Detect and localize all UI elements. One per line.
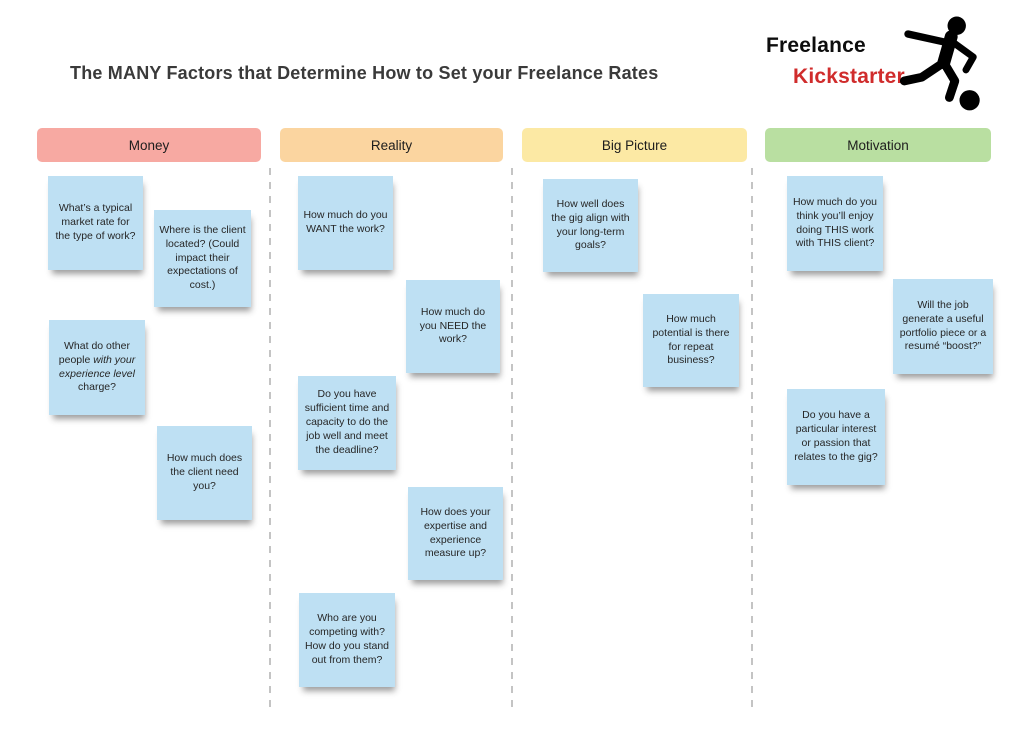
logo-text-freelance: Freelance [766,34,866,57]
sticky-note-motivation-3: Do you have a particular interest or pas… [787,389,885,485]
sticky-note-reality-4: How does your expertise and experience m… [408,487,503,580]
sticky-note-motivation-1: How much do you think you’ll enjoy doing… [787,176,883,271]
sticky-note-money-2: Where is the client located? (Could impa… [154,210,251,307]
column-header-reality: Reality [280,128,503,162]
column-header-big-picture: Big Picture [522,128,747,162]
page-title: The MANY Factors that Determine How to S… [70,63,659,83]
sticky-note-reality-2: How much do you NEED the work? [406,280,500,373]
sticky-note-big-picture-1: How well does the gig align with your lo… [543,179,638,272]
sticky-note-big-picture-2: How much potential is there for repeat b… [643,294,739,387]
sticky-note-text: What do other people with your experienc… [58,339,136,394]
column-divider [511,168,513,710]
column-divider [269,168,271,710]
sticky-note-reality-3: Do you have sufficient time and capacity… [298,376,396,470]
sticky-note-reality-1: How much do you WANT the work? [298,176,393,270]
kicking-person-icon [899,16,980,111]
sticky-note-money-4: How much does the client need you? [157,426,252,520]
sticky-note-money-1: What’s a typical market rate for the typ… [48,176,143,270]
logo-text-kickstarter: Kickstarter [793,65,905,88]
sticky-note-motivation-2: Will the job generate a useful portfolio… [893,279,993,374]
column-divider [751,168,753,710]
column-header-motivation: Motivation [765,128,991,162]
sticky-note-reality-5: Who are you competing with? How do you s… [299,593,395,687]
column-header-money: Money [37,128,261,162]
sticky-note-money-3: What do other people with your experienc… [49,320,145,415]
